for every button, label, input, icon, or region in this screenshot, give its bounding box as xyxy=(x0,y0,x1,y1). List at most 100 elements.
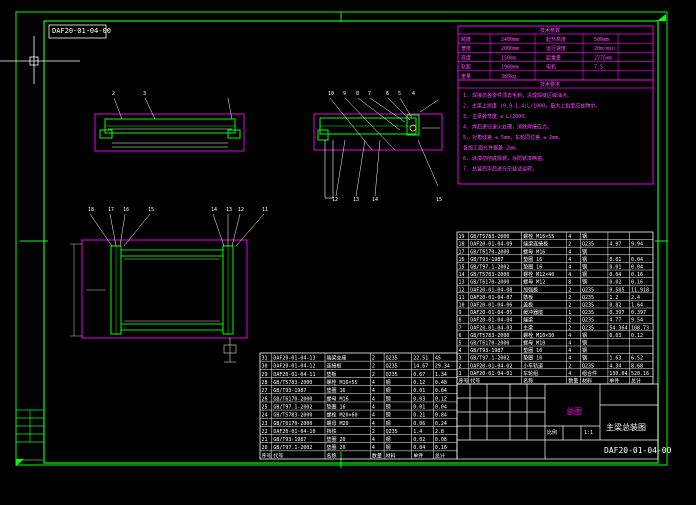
bom-right-cell: 13 xyxy=(459,280,465,286)
bom-right-cell: GB/T6170-2000 xyxy=(470,249,509,255)
bom-right-cell: 2 xyxy=(568,318,571,324)
bom-right-cell: 2 xyxy=(568,302,571,308)
bom-mid-cell: 垫板 xyxy=(327,371,337,378)
bom-right-cell: 4.97 xyxy=(609,242,621,248)
bom-mid-cell: 0.01 xyxy=(413,388,425,394)
bom-mid-cell: 22.51 xyxy=(413,356,428,362)
bom-right-cell: DAF20-01-04-01 xyxy=(470,371,512,377)
tech-param-cell: 运行速度 xyxy=(546,45,566,52)
bom-mid-cell: 4 xyxy=(372,396,375,402)
bom-right-cell: 10 xyxy=(459,302,465,308)
bom-right-cell: 520.16 xyxy=(631,371,649,377)
bom-mid-cell: 4 xyxy=(372,388,375,394)
bom-right-cell: 加强板 xyxy=(523,286,538,293)
bom-right-cell: DAF20-01-04-07 xyxy=(470,295,512,301)
bom-mid-cell: 22 xyxy=(262,429,268,435)
bom-mid-cell: 连接板 xyxy=(327,363,342,370)
bom-right-cell: 钢 xyxy=(582,355,587,362)
balloon-plan-left: 16 xyxy=(123,207,130,213)
drawing-title: 主梁总装图 xyxy=(606,423,646,432)
bom-mid-cell: GB/T5783-2000 xyxy=(273,380,312,386)
bom-right-cell: Q235 xyxy=(582,318,594,324)
balloon-plan-right: 11 xyxy=(262,207,269,213)
bom-right-cell: 12 xyxy=(459,287,465,293)
bom-right-cell: 4.77 xyxy=(609,318,621,324)
bom-right-cell: DAF20-01-04-05 xyxy=(470,310,512,316)
bom-mid-cell: 2 xyxy=(372,364,375,370)
tech-param-cell: 2775mm xyxy=(594,55,612,61)
bom-right-cell: DAF20-01-04-04 xyxy=(470,318,512,324)
balloon-side-bottom: 14 xyxy=(372,197,379,203)
bom-mid-cell: 14.67 xyxy=(413,364,428,370)
bom-mid-cell: 4 xyxy=(372,445,375,451)
bom-mid-cell: 24 xyxy=(262,413,268,419)
bom-right-cell: GB/T5783-2000 xyxy=(470,333,509,339)
bom-right-cell: 1 xyxy=(568,310,571,316)
bom-mid-cell: GB/T97.1-2002 xyxy=(273,404,312,410)
bom-right-cell: 16 xyxy=(459,257,465,263)
bom-right-cell: 螺母 M16 xyxy=(523,248,545,255)
bom-mid-cell: 4 xyxy=(372,380,375,386)
tech-param-cell: 跨度 xyxy=(461,36,471,43)
bom-mid-cell: 2 xyxy=(372,429,375,435)
bom-right-cell: 垫圈 16 xyxy=(523,263,542,270)
bom-right-cell: 108.73 xyxy=(631,325,649,331)
bom-mid-cell: 螺母 M20 xyxy=(327,420,349,427)
bom-right-cell: 1.63 xyxy=(609,356,621,362)
bom-mid-cell: 0.02 xyxy=(413,437,425,443)
tech-params-table xyxy=(457,25,654,185)
bom-right-cell: 4 xyxy=(568,371,571,377)
bom-mid-header-cell: 材料 xyxy=(386,452,396,459)
bom-mid-cell: 钢 xyxy=(386,395,391,402)
bom-mid-cell: 钢 xyxy=(386,444,391,451)
bom-mid-cell: 2 xyxy=(372,372,375,378)
bom-right-cell: 3 xyxy=(459,356,462,362)
balloon-side-view: 5 xyxy=(398,91,402,97)
bom-right-cell: 0.397 xyxy=(609,310,624,316)
bom-right-cell: Q235 xyxy=(582,302,594,308)
bom-right-cell: Q235 xyxy=(582,363,594,369)
bom-right-cell: 1 xyxy=(459,371,462,377)
notes-header: 技术要求 xyxy=(540,81,560,88)
bom-right-cell: 端梁 xyxy=(523,317,533,324)
bom-right-cell: 垫圈 16 xyxy=(523,256,542,263)
side-elevation-view xyxy=(313,97,443,199)
bom-right-cell: 9.54 xyxy=(631,318,643,324)
balloon-plan-left: 15 xyxy=(148,207,155,213)
bom-mid-cell: DAF20-01-04-12 xyxy=(273,364,315,370)
bom-mid-cell: GB/T97.1-2002 xyxy=(273,445,312,451)
bom-mid-cell: GB/T6170-2000 xyxy=(273,396,312,402)
bom-mid-cell: 0.04 xyxy=(435,404,447,410)
bom-mid-header-cell: 名称 xyxy=(327,452,337,459)
bom-right-cell: 4 xyxy=(568,356,571,362)
bom-mid-cell: 垫圈 20 xyxy=(327,444,346,451)
technical-note: 5. 对角线差 ≤ 5mm，车轮同位差 ≤ 2mm。 xyxy=(463,134,563,141)
bom-mid-cell: 20 xyxy=(262,445,268,451)
bom-right-cell: 缓冲器座 xyxy=(523,309,543,316)
bom-right-cell: 2 xyxy=(568,325,571,331)
tech-param-cell: 轨距 xyxy=(461,64,471,71)
bom-right-cell: 11.918 xyxy=(631,287,649,293)
bom-mid-cell: 30 xyxy=(262,364,268,370)
bom-right-cell: 钢 xyxy=(582,233,587,240)
bom-mid-cell: 0.67 xyxy=(413,372,425,378)
balloon-side-bottom: 12 xyxy=(332,197,339,203)
bom-right-header-cell: 名称 xyxy=(523,377,533,384)
bom-right-cell: 0.01 xyxy=(609,257,621,263)
balloon-side-view: 4 xyxy=(412,91,416,97)
bom-right-cell: GB/T5783-2000 xyxy=(470,272,509,278)
bom-right-cell: 0.12 xyxy=(631,333,643,339)
bom-mid-cell: 0.12 xyxy=(413,380,425,386)
title-tag: DAF20-01-04-00 xyxy=(52,27,112,35)
bom-mid-cell: 垫圈 20 xyxy=(327,436,346,443)
bom-right-cell: 4 xyxy=(568,272,571,278)
technical-note: 6. 涂漆前彻底除锈，涂防锈漆两遍。 xyxy=(463,155,547,162)
bom-mid-cell: 端梁支座 xyxy=(327,355,347,362)
balloon-side-view: 7 xyxy=(368,91,372,97)
plan-view xyxy=(70,213,265,363)
bom-right-cell: 4 xyxy=(459,348,462,354)
bom-right-header-cell: 材料 xyxy=(582,377,592,384)
tech-param-cell: 2400mm xyxy=(501,37,519,43)
bom-right-cell: 0.02 xyxy=(609,280,621,286)
